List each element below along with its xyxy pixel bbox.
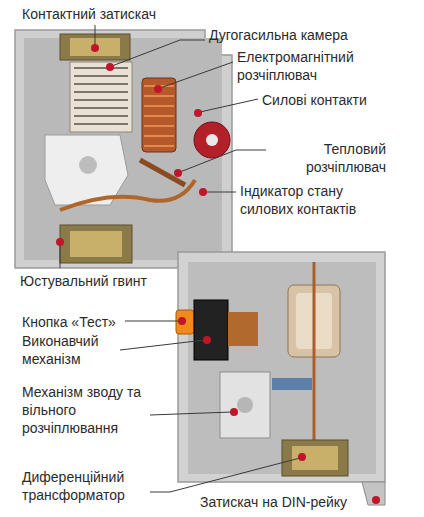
leader-line xyxy=(125,321,180,322)
knob-center xyxy=(206,134,218,146)
callout-label: Виконавчий механізм xyxy=(22,332,132,368)
callout-label: Тепловий розчіплювач xyxy=(270,140,386,176)
callout-dot xyxy=(154,85,162,93)
terminal-screw xyxy=(292,446,338,470)
callout-label: Затискач на DIN-рейку xyxy=(200,493,372,511)
bottom-breaker xyxy=(176,252,385,505)
housing xyxy=(178,252,385,482)
terminal xyxy=(60,225,132,263)
leader-line xyxy=(200,99,258,112)
callout-label: Контактний затискач xyxy=(22,5,192,23)
callout-label: Юстувальний гвинт xyxy=(20,272,190,290)
arc-plates xyxy=(74,68,128,124)
bimetal xyxy=(140,160,185,185)
leader-line xyxy=(160,62,233,88)
terminal-screw xyxy=(70,231,122,257)
callout-dot xyxy=(56,238,64,246)
callout-label: Електромагнітний розчіплювач xyxy=(237,48,407,84)
callout-dot xyxy=(230,408,238,416)
callout-label: Дугогасильна камера xyxy=(209,26,409,44)
callout-dot xyxy=(194,109,202,117)
callout-dot xyxy=(106,63,114,71)
callout-label: Диференційний трансформатор xyxy=(22,468,162,504)
leader-line xyxy=(205,192,236,193)
callout-label: Індикатор стану силових контактів xyxy=(240,182,390,218)
test-button xyxy=(176,310,194,334)
terminal xyxy=(282,440,348,476)
coil-windings xyxy=(144,86,174,146)
din-clip xyxy=(362,482,385,505)
callout-dot xyxy=(199,188,207,196)
callout-dot xyxy=(203,336,211,344)
conductor xyxy=(60,180,195,210)
callout-dot xyxy=(174,169,182,177)
callout-dot xyxy=(372,496,380,504)
knob xyxy=(194,122,230,158)
leader-line xyxy=(95,25,96,46)
mechanism-pivot xyxy=(237,397,253,413)
callout-dot xyxy=(298,453,306,461)
resistor xyxy=(272,378,312,390)
leader-line xyxy=(120,340,205,350)
leader-line xyxy=(180,150,266,172)
callout-label: Кнопка «Тест» xyxy=(22,313,172,331)
coil xyxy=(142,78,176,152)
callout-dot xyxy=(91,44,99,52)
leader-line xyxy=(150,458,300,492)
conductor xyxy=(313,262,316,440)
actuator xyxy=(194,300,228,360)
callout-dot xyxy=(178,317,186,325)
arc-chute xyxy=(70,62,132,132)
mechanism xyxy=(220,372,270,438)
top-breaker xyxy=(15,30,232,268)
callout-label: Механізм зводу та вільного розчіплювання xyxy=(22,383,146,437)
callout-label: Силові контакти xyxy=(262,91,412,109)
plate xyxy=(45,135,128,205)
leader-line xyxy=(60,244,61,268)
actuator-winding xyxy=(228,312,258,346)
rivet xyxy=(79,156,97,174)
leader-line xyxy=(150,412,232,415)
leader-line xyxy=(112,40,205,66)
housing xyxy=(15,30,232,268)
